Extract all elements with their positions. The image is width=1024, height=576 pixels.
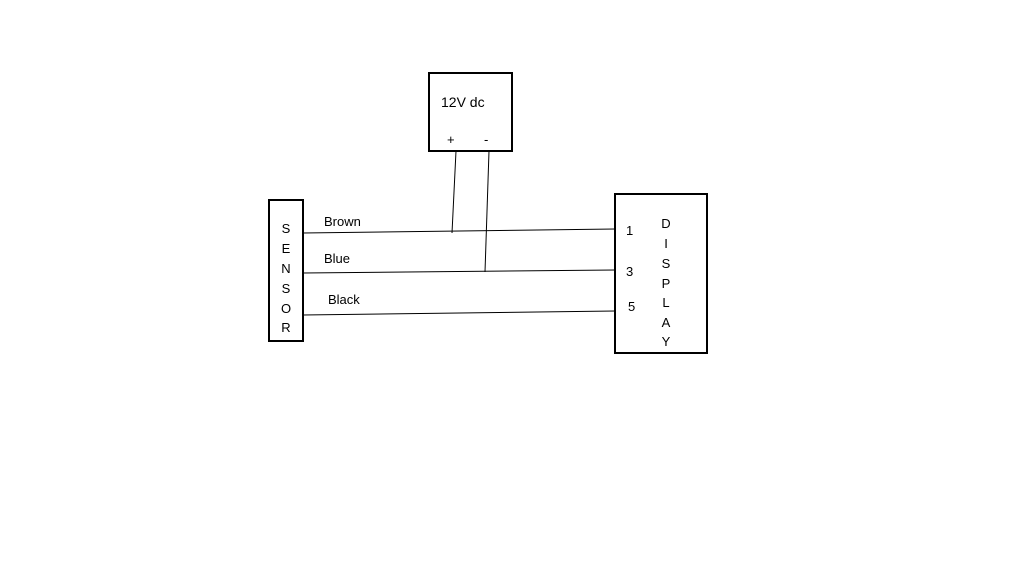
brown-wire [302, 228, 616, 234]
terminal-1-label: 1 [626, 223, 633, 238]
negative-terminal-label: - [484, 132, 488, 147]
sensor-letter: S [282, 221, 291, 236]
black-wire-label: Black [328, 292, 360, 307]
blue-wire [302, 269, 616, 274]
power-supply: 12V dc + - [428, 72, 513, 152]
sensor-letter: S [282, 281, 291, 296]
negative-supply-wire [484, 150, 490, 273]
display-box [614, 193, 708, 354]
wires [302, 150, 616, 316]
sensor: S E N S O R [268, 199, 304, 342]
blue-wire-label: Blue [324, 251, 350, 266]
black-wire [302, 310, 616, 316]
brown-wire-label: Brown [324, 214, 361, 229]
display-letter: Y [662, 334, 671, 349]
sensor-letter: N [281, 261, 290, 276]
terminal-3-label: 3 [626, 264, 633, 279]
positive-supply-wire [451, 150, 457, 234]
display-letter: D [661, 216, 670, 231]
positive-terminal-label: + [447, 132, 455, 147]
display-letter: A [662, 315, 671, 330]
display: 1 3 5 D I S P L A Y [614, 193, 708, 354]
sensor-letter: E [282, 241, 291, 256]
terminal-5-label: 5 [628, 299, 635, 314]
power-supply-label: 12V dc [441, 94, 485, 110]
sensor-box [268, 199, 304, 342]
display-letter: S [662, 256, 671, 271]
display-letter: L [662, 295, 669, 310]
display-letter: I [664, 236, 668, 251]
display-letter: P [662, 276, 671, 291]
power-supply-box [428, 72, 513, 152]
sensor-letter: R [281, 320, 290, 335]
sensor-letter: O [281, 301, 291, 316]
